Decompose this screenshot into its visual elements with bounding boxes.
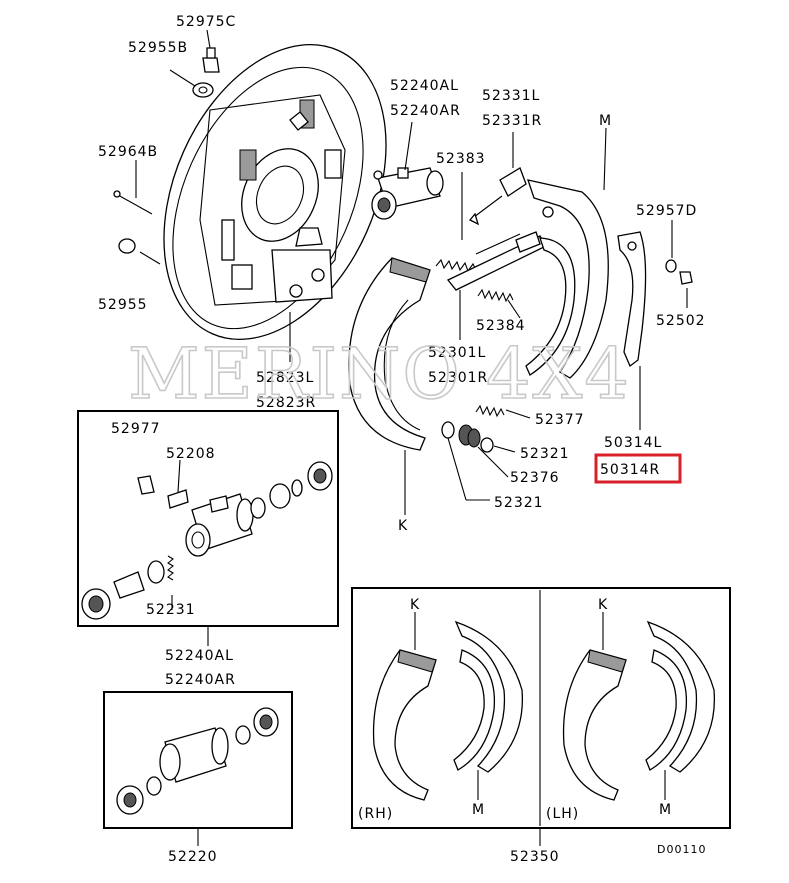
label-52955B: 52955B: [128, 40, 188, 56]
label-rh: (RH): [358, 806, 393, 822]
shoe-set-lh: [562, 612, 716, 801]
label-52955: 52955: [98, 297, 148, 313]
label-52331L: 52331L: [482, 88, 540, 104]
label-52240AR-box: 52240AR: [165, 672, 236, 688]
part-52383-spring: [435, 233, 521, 273]
label-M-top: M: [599, 113, 612, 129]
label-52331R: 52331R: [482, 113, 542, 129]
part-52955B: [192, 82, 214, 98]
part-52208: [167, 459, 189, 509]
label-52321-b: 52321: [494, 495, 544, 511]
label-52377: 52377: [535, 412, 585, 428]
label-52301L: 52301L: [428, 345, 486, 361]
label-52975C: 52975C: [176, 14, 236, 30]
label-K-rh: K: [410, 597, 420, 613]
part-52220-assembly: [116, 707, 279, 815]
part-52377-spring: [475, 404, 505, 418]
backing-plate: [163, 44, 387, 340]
label-52502: 52502: [656, 313, 706, 329]
label-50314L: 50314L: [604, 435, 662, 451]
label-K-top: K: [398, 518, 408, 534]
part-shoe-M-top: [525, 179, 609, 379]
label-52977: 52977: [111, 421, 161, 437]
part-52964B: [113, 190, 153, 215]
label-52231: 52231: [146, 602, 196, 618]
label-M-lh: M: [659, 802, 672, 818]
part-parking-lever-50314: [617, 231, 647, 368]
label-52957D: 52957D: [636, 203, 697, 219]
part-52376-spring: [458, 424, 481, 448]
part-wheel-cylinder-body: [185, 493, 254, 557]
label-52823R: 52823R: [256, 395, 316, 411]
label-K-lh: K: [598, 597, 608, 613]
part-52231: [81, 555, 174, 620]
part-52384-spring: [477, 288, 514, 303]
label-52301R: 52301R: [428, 370, 488, 386]
labels: 52975C 52955B 52964B 52955 52823L 52823R…: [98, 14, 706, 865]
watermark: MERINO 4X4: [128, 333, 631, 415]
box-52350: [351, 587, 731, 829]
part-52975C: [202, 47, 220, 73]
label-52384: 52384: [476, 318, 526, 334]
label-52321-a: 52321: [520, 446, 570, 462]
part-adjuster-link: [446, 231, 547, 291]
label-52208: 52208: [166, 446, 216, 462]
diagram-code: D00110: [657, 843, 706, 856]
part-52321-pin: [441, 421, 455, 439]
part-52977: [137, 475, 155, 495]
part-shoe-K-top: [348, 257, 431, 451]
label-52240AR-top: 52240AR: [390, 103, 461, 119]
highlight-box: [594, 453, 682, 484]
part-52321-cup: [480, 437, 494, 453]
label-M-rh: M: [472, 802, 485, 818]
part-52331: [468, 167, 527, 226]
leader-lines: [135, 29, 688, 515]
part-wheel-cylinder-top: [371, 167, 444, 220]
part-52502: [679, 271, 693, 285]
shoe-set-rh: [372, 612, 524, 801]
label-52240AL-box: 52240AL: [165, 648, 234, 664]
label-52823L: 52823L: [256, 370, 314, 386]
label-50314R: 50314R: [600, 462, 660, 478]
label-52220: 52220: [168, 849, 218, 865]
part-52957D: [665, 259, 677, 273]
label-52383: 52383: [436, 151, 486, 167]
part-seal-right: [250, 461, 333, 519]
label-52350: 52350: [510, 849, 560, 865]
label-52240AL-top: 52240AL: [390, 78, 459, 94]
label-52964B: 52964B: [98, 144, 158, 160]
label-52376: 52376: [510, 470, 560, 486]
label-lh: (LH): [546, 806, 579, 822]
part-52955: [118, 238, 136, 254]
